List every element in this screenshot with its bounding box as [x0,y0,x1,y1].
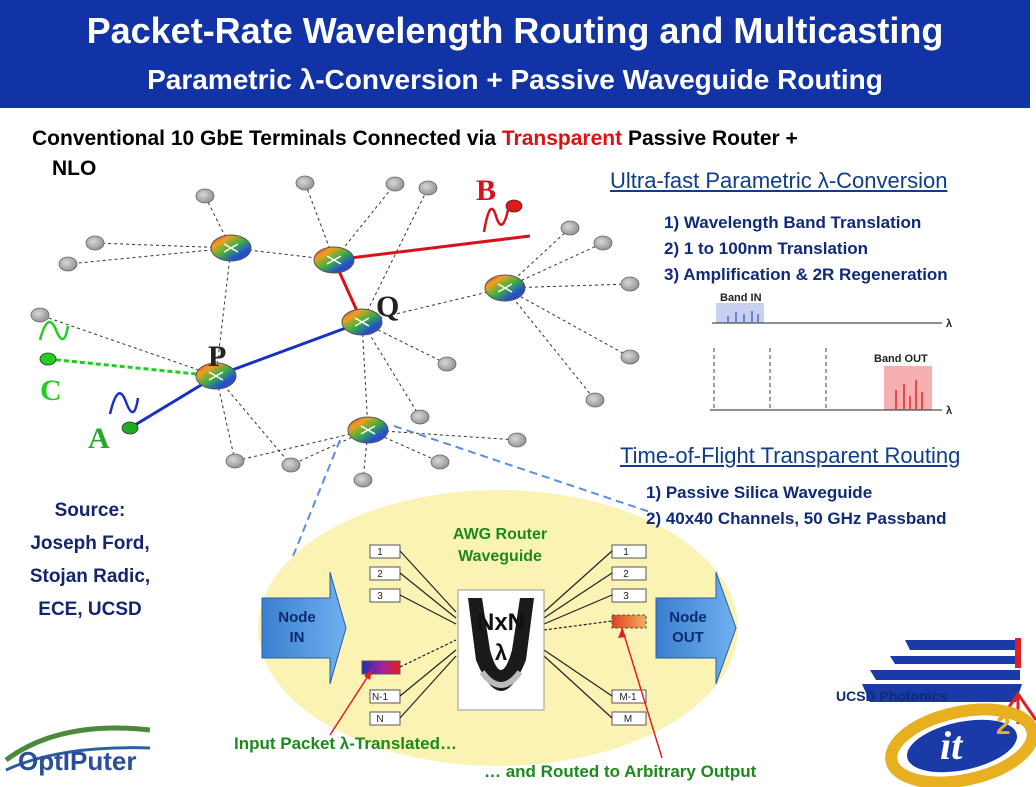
intro-text-post: Passive Router + [622,127,798,150]
conversion-title: Ultra-fast Parametric λ-Conversion [610,168,948,193]
lambda-squiggle-b [482,207,510,233]
out-port-1: 1 [623,547,629,558]
source-credits: Source: Joseph Ford, Stojan Radic, ECE, … [0,494,180,626]
band-in-label: Band IN [720,292,762,304]
lambda-squiggle-a [108,392,140,415]
intro-highlight: Transparent [501,127,623,150]
lambda-axis-1: λ [946,318,952,330]
routing-list: 1) Passive Silica Waveguide 2) 40x40 Cha… [646,480,946,532]
routed-output-note: … and Routed to Arbitrary Output [484,762,757,781]
optiputer-logo [2,705,156,787]
node-out-label-1: Node [669,609,707,626]
out-port-m-1: M-1 [619,692,637,703]
port-labels: 1 2 3 N-1 N 1 2 3 M-1 M [372,547,637,725]
router-cross-marks [208,243,513,435]
node-in-arrow [261,571,347,685]
callout-arrow-input [329,669,373,736]
source-line-3: Stojan Radic, [29,566,151,587]
in-port-1: 1 [377,547,383,558]
awg-chip-arc [479,670,523,688]
zoom-line-right [393,425,651,513]
routing-title: Time-of-Flight Transparent Routing [620,443,961,468]
intro-heading: Conventional 10 GbE Terminals Connected … [32,124,1012,184]
lambda-squiggle-c [38,320,70,341]
source-line-1: Source: [54,500,126,521]
slide-subtitle: Parametric λ-Conversion + Passive Wavegu… [147,64,883,95]
label-c: C [40,374,62,407]
awg-center-lambda: λ [495,640,507,665]
node-in-label-1: Node [278,609,316,626]
terminal-a [121,421,139,435]
spectrum-band-in [712,303,942,324]
in-port-3: 3 [377,591,383,602]
in-port-n-1: N-1 [372,692,389,703]
awg-title-2: Waveguide [458,548,542,565]
source-line-2: Joseph Ford, [30,533,150,554]
out-port-2: 2 [623,569,629,580]
lambda-axis-2: λ [946,405,952,417]
out-port-3: 3 [623,591,629,602]
label-p: P [208,340,226,373]
fan-in-arrows [399,550,613,719]
router-nodes [195,234,526,444]
conversion-item-1: 1) Wavelength Band Translation [664,213,922,232]
it2-superscript: 2 [996,710,1011,740]
input-ports [361,544,401,726]
node-out-arrow [655,571,737,685]
in-port-2: 2 [377,569,383,580]
input-translated-note: Input Packet λ-Translated… [234,734,457,753]
intro-text-line2: NLO [52,157,97,180]
in-port-n: N [376,714,383,725]
awg-center-label: NxN [477,609,525,636]
source-line-4: ECE, UCSD [38,599,142,620]
spectrum-band-out [710,348,942,411]
awg-title-1: AWG Router [453,526,547,543]
label-b: B [476,174,496,207]
awg-chip-graphic [468,598,534,691]
ucsd-photonics-label: UCSD Photonics [836,688,948,704]
conversion-list: 1) Wavelength Band Translation 2) 1 to 1… [664,210,948,288]
path-green-c [47,357,217,378]
label-q: Q [376,290,399,323]
band-out-label: Band OUT [874,353,928,365]
terminal-nodes [30,175,640,488]
terminal-c [39,352,57,366]
label-a: A [88,422,110,455]
it2-logo [885,703,1036,787]
it2-label: it [940,723,963,768]
title-banner: Packet-Rate Wavelength Routing and Multi… [0,0,1030,108]
node-out-label-2: OUT [672,629,704,646]
callout-arrow-output [621,627,663,759]
path-blue-pq [215,320,363,378]
optiputer-label: OptIPuter [18,746,137,776]
routing-item-1: 1) Passive Silica Waveguide [646,483,873,502]
slide-title: Packet-Rate Wavelength Routing and Multi… [86,10,944,51]
node-in-label-2: IN [290,629,305,646]
conversion-item-2: 2) 1 to 100nm Translation [664,239,869,258]
out-port-m: M [624,714,632,725]
conversion-item-3: 3) Amplification & 2R Regeneration [664,265,948,284]
path-red-b [333,234,531,262]
routing-item-2: 2) 40x40 Channels, 50 GHz Passband [646,509,947,528]
terminal-b [505,199,523,213]
intro-text-pre: Conventional 10 GbE Terminals Connected … [32,127,502,150]
